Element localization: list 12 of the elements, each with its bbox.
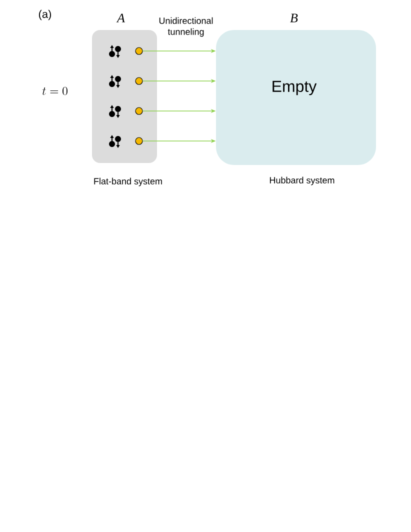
time-label: $t = 0$ — [42, 86, 68, 96]
box-text: Empty — [272, 80, 317, 96]
site-circle — [135, 137, 143, 145]
system-letter: B — [290, 14, 298, 22]
site-circle — [135, 77, 143, 85]
panel-label: (a) — [38, 10, 52, 20]
system-caption: Hubbard system — [270, 176, 334, 186]
site-circle — [135, 47, 143, 55]
system-caption: Flat-band system — [94, 178, 162, 186]
edge-label: Unidirectional tunneling — [159, 17, 213, 37]
site-circle — [135, 107, 143, 115]
system-letter: A — [116, 14, 125, 22]
